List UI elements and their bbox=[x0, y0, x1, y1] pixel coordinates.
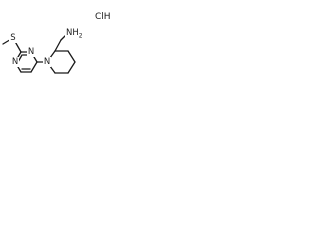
pyrimidine-n3-label: N bbox=[28, 47, 34, 57]
sulfur-atom: S bbox=[9, 33, 17, 43]
pyrimidine-n1-label: N bbox=[12, 57, 18, 67]
pyrimidine-n1-atom: N bbox=[11, 57, 19, 67]
sulfur-label: S bbox=[10, 33, 15, 43]
hydrochloride-label: ClH bbox=[95, 12, 111, 22]
bond-c3p-c4p bbox=[67, 50, 76, 63]
bond-c4-c5 bbox=[30, 61, 38, 73]
chemical-structure: S N N N NH2 ClH bbox=[2, 12, 111, 74]
amine-group: NH2 bbox=[65, 27, 83, 39]
amine-nh-text: NH bbox=[66, 28, 79, 38]
atom-labels: S N N N NH2 ClH bbox=[9, 12, 111, 67]
piperidine-n-label: N bbox=[44, 57, 50, 67]
pyrimidine-n3-atom: N bbox=[27, 47, 35, 57]
piperidine-n-atom: N bbox=[43, 57, 51, 67]
amine-subscript: 2 bbox=[79, 32, 83, 39]
bond-c2p-ch2 bbox=[54, 39, 62, 52]
bond-c4p-c5p bbox=[67, 61, 76, 74]
amine-label: NH2 bbox=[66, 28, 83, 39]
